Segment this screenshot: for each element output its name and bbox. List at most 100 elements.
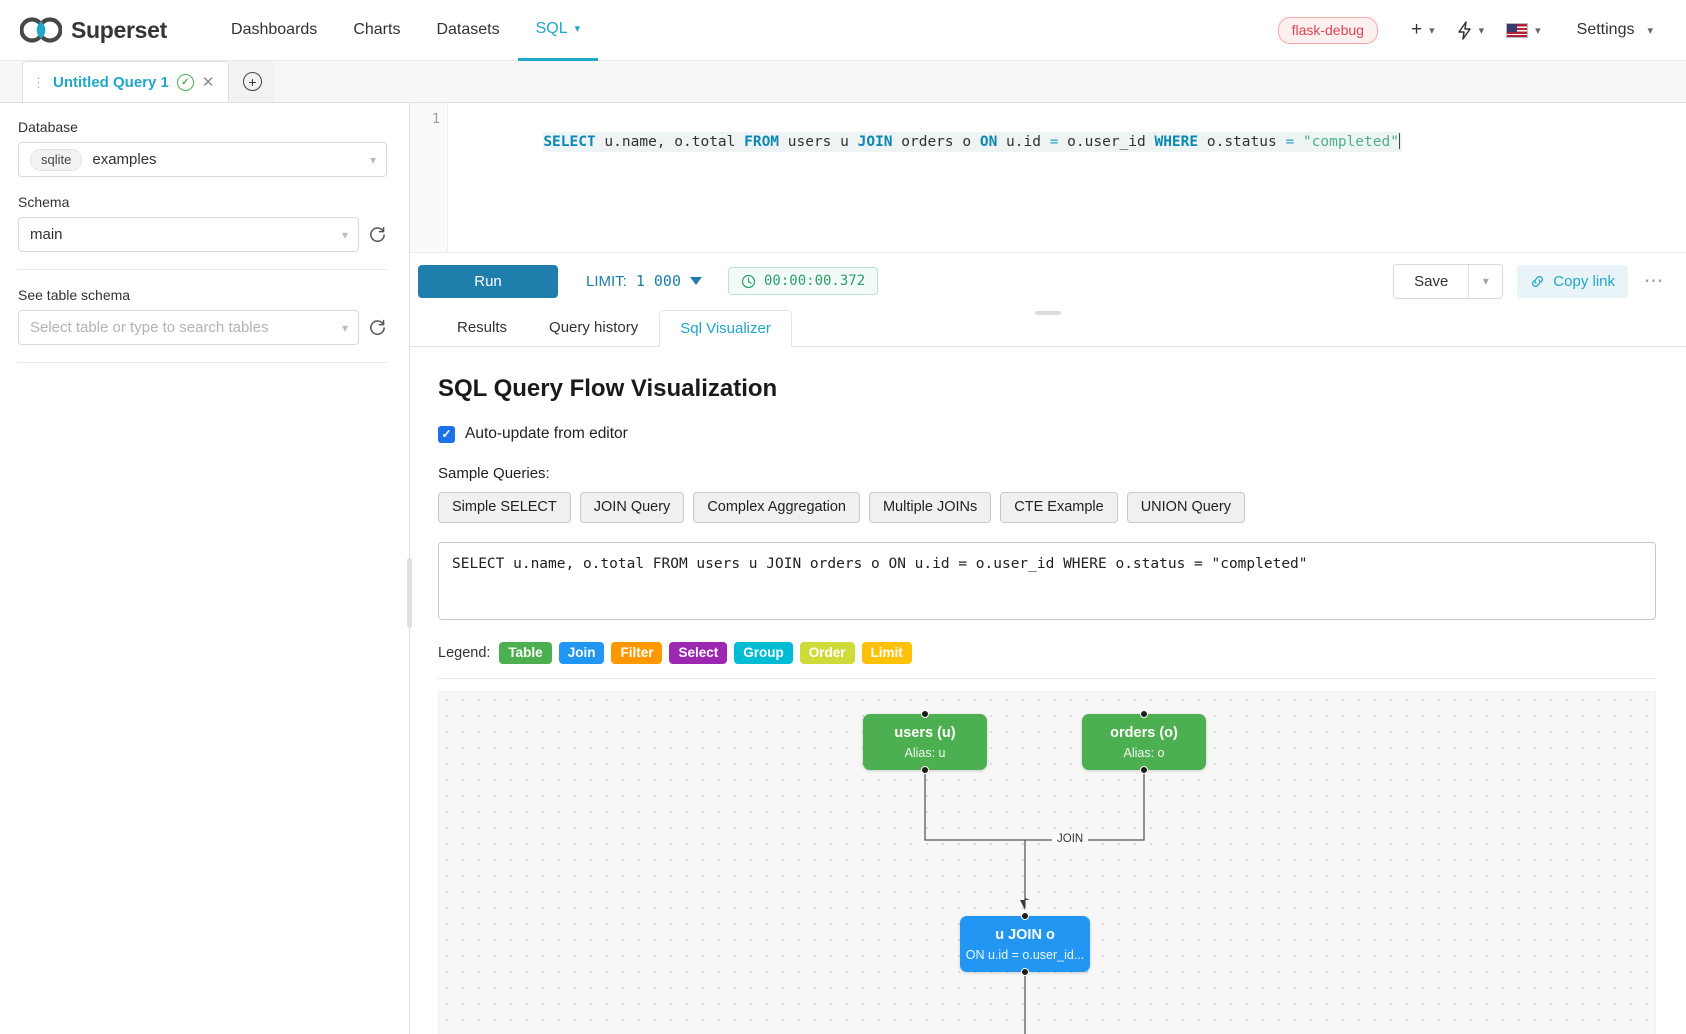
plus-circle-icon: + [242,72,262,91]
top-navbar: Superset Dashboards Charts Datasets SQL … [0,0,1686,61]
query-tab-untitled-query-1[interactable]: ⋮ Untitled Query 1 ✓ ✕ [22,61,230,102]
settings-label: Settings [1576,21,1635,38]
chevron-down-icon: ▾ [574,23,581,35]
brand-logo-link[interactable]: Superset [20,17,167,44]
node-handle-top[interactable] [1021,912,1029,920]
flow-node-users[interactable]: users (u) Alias: u [863,710,987,774]
sql-token-text: orders o [892,134,980,150]
editor-code-area[interactable]: SELECT u.name, o.total FROM users u JOIN… [448,103,1686,252]
node-handle-bottom[interactable] [1140,766,1148,774]
node-handle-bottom[interactable] [1021,968,1029,976]
panel-divider [18,269,387,270]
nav-item-datasets-label: Datasets [436,21,500,38]
save-button[interactable]: Save [1394,264,1469,298]
database-value: examples [92,151,157,168]
sql-token-keyword: JOIN [857,134,893,150]
brand-title: Superset [71,16,168,43]
node-handle-top[interactable] [1140,710,1148,718]
tab-results[interactable]: Results [436,309,528,346]
flow-canvas[interactable]: JOIN users (u) Alias: u orders (o) Alias… [438,691,1656,1034]
save-dropdown-button[interactable]: ▾ [1468,264,1502,298]
database-select[interactable]: sqlite examples ▾ [18,142,387,177]
editor-code-line: SELECT u.name, o.total FROM users u JOIN… [543,132,1402,152]
nav-item-dashboards[interactable]: Dashboards [213,0,335,61]
lightning-bolt-icon [1457,20,1471,40]
flow-node-orders[interactable]: orders (o) Alias: o [1082,710,1206,774]
add-query-tab-button[interactable]: + [229,61,276,102]
legend-chip-join: Join [558,642,605,664]
auto-update-checkbox[interactable]: ✓ [438,425,455,443]
plus-icon: + [1410,19,1423,40]
settings-menu-button[interactable]: Settings ▾ [1552,21,1664,39]
auto-update-label: Auto-update from editor [465,425,628,442]
sql-token-keyword: ON [979,134,998,150]
left-panel: Database sqlite examples ▾ Schema main ▾ [0,103,412,1034]
table-select[interactable]: Select table or type to search tables ▾ [18,310,359,345]
chevron-down-icon: ▾ [1647,24,1653,37]
flow-node-join[interactable]: u JOIN o ON u.id = o.user_id... [960,912,1090,976]
schema-select[interactable]: main ▾ [18,217,359,252]
sample-button-complex-aggregation[interactable]: Complex Aggregation [693,492,860,523]
sql-token-keyword: SELECT [543,134,596,150]
sample-button-simple-select[interactable]: Simple SELECT [438,492,571,523]
limit-label: LIMIT: [586,272,627,290]
node-handle-top[interactable] [921,710,929,718]
auto-update-row: ✓ Auto-update from editor [438,425,1656,443]
limit-dropdown[interactable]: LIMIT: 1 000 [586,272,702,290]
chevron-down-icon: ▾ [1478,24,1485,37]
close-icon[interactable]: ✕ [201,74,215,91]
sample-button-cte-example[interactable]: CTE Example [1000,492,1118,523]
nav-item-datasets[interactable]: Datasets [418,0,517,61]
chevron-down-icon: ▾ [1482,274,1489,288]
tab-sql-visualizer[interactable]: Sql Visualizer [659,310,792,347]
node-title: orders (o) [1110,724,1178,741]
table-placeholder: Select table or type to search tables [30,319,269,336]
database-row: sqlite examples ▾ [18,142,387,177]
legend-separator [438,678,1656,679]
refresh-icon[interactable] [368,318,387,337]
tab-query-history[interactable]: Query history [528,309,659,346]
sql-token-operator: = [1285,134,1295,150]
database-engine-chip: sqlite [30,148,83,171]
text-cursor [1398,133,1400,149]
run-button[interactable]: Run [418,264,558,298]
sql-editor[interactable]: 1 SELECT u.name, o.total FROM users u JO… [410,103,1686,253]
query-timer: 00:00:00.372 [728,267,879,295]
result-tab-bar: Results Query history Sql Visualizer [410,309,1686,347]
editor-resize-grip[interactable] [1035,311,1061,315]
sql-token-operator: = [1049,134,1059,150]
nav-item-charts-label: Charts [353,21,401,38]
limit-value: 1 000 [635,272,681,290]
sample-button-join-query[interactable]: JOIN Query [579,492,685,523]
query-tab-label: Untitled Query 1 [53,73,169,91]
editor-gutter: 1 [410,103,448,252]
sql-input-textarea[interactable] [438,542,1656,620]
copy-link-button[interactable]: Copy link [1517,264,1628,298]
chevron-down-icon: ▾ [369,152,376,167]
sql-token-keyword: FROM [744,134,780,150]
nav-item-sql-label: SQL [535,19,568,37]
panel-resize-handle[interactable] [407,558,412,628]
flow-edges [924,770,1145,1034]
tab-results-label: Results [457,319,508,336]
new-menu-button[interactable]: + ▾ [1400,19,1446,41]
nav-item-charts[interactable]: Charts [335,0,418,61]
edge-label-join: JOIN [1052,832,1089,846]
schema-label: Schema [18,194,70,210]
language-menu-button[interactable]: ▾ [1495,22,1552,38]
more-options-button[interactable]: ⋯ [1644,270,1664,292]
tab-sql-visualizer-label: Sql Visualizer [680,320,771,337]
drag-handle-icon[interactable]: ⋮ [32,74,45,90]
bolt-menu-button[interactable]: ▾ [1446,20,1496,40]
node-handle-bottom[interactable] [921,766,929,774]
copy-link-label: Copy link [1553,272,1615,290]
legend-label: Legend: [438,645,491,661]
nav-item-sql[interactable]: SQL ▾ [517,0,599,61]
navbar-right: flask-debug + ▾ ▾ ▾ Settings ▾ [1277,16,1664,44]
table-schema-row: Select table or type to search tables ▾ [18,310,387,345]
refresh-icon[interactable] [368,225,387,244]
sample-button-multiple-joins[interactable]: Multiple JOINs [868,492,992,523]
legend-chip-select: Select [669,642,728,664]
sample-button-union-query[interactable]: UNION Query [1126,492,1245,523]
